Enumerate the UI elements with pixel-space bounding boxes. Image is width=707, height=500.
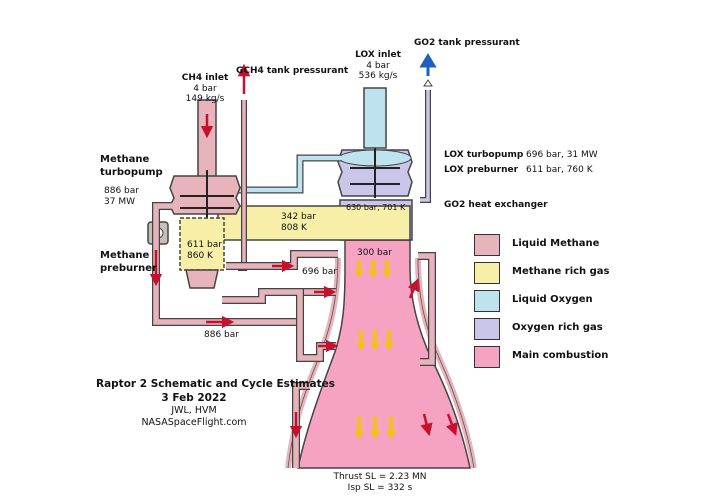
combustion-arrows [354, 260, 396, 440]
methane-preburner-temp: 860 K [187, 251, 213, 261]
legend-label: Liquid Oxygen [512, 294, 593, 305]
legend-swatch [474, 318, 500, 340]
legend-label: Main combustion [512, 350, 609, 361]
diagram-title: Raptor 2 Schematic and Cycle Estimates [96, 378, 335, 390]
legend-swatch [474, 262, 500, 284]
ch4-inlet-label: CH4 inlet [181, 73, 229, 83]
ch4-inlet-flow: 149 kg/s [185, 94, 225, 104]
lox-preburner-label: LOX preburner [444, 165, 519, 175]
lox-preburner-value: 611 bar, 760 K [526, 165, 593, 175]
ch4-inlet-pressure: 4 bar [193, 84, 217, 94]
diagram-source: NASASpaceFlight.com [141, 417, 247, 428]
diagram-date: 3 Feb 2022 [161, 392, 227, 404]
go2-heat-exchanger-label: GO2 heat exchanger [444, 200, 548, 210]
lox-inlet-pressure: 4 bar [366, 61, 390, 71]
methane-turbopump-label-1: Methane [100, 154, 150, 165]
lox-inlet-label: LOX inlet [355, 50, 401, 60]
methane-turbopump-pressure: 886 bar [104, 186, 139, 196]
methane-preburner-pressure: 611 bar [187, 240, 222, 250]
methane-flow-arrows [149, 63, 458, 439]
legend-swatch [474, 346, 500, 368]
line-696-label: 696 bar [302, 267, 337, 277]
methane-preburner-label-1: Methane [100, 250, 150, 261]
legend-label: Liquid Methane [512, 238, 600, 249]
thrust-label: Thrust SL = 2.23 MN [333, 472, 427, 482]
methane-turbopump-power: 37 MW [104, 197, 135, 207]
legend-label: Methane rich gas [512, 266, 610, 277]
isp-label: Isp SL = 332 s [347, 483, 413, 493]
lox-inlet-pipe [363, 87, 387, 149]
legend-swatch [474, 290, 500, 312]
go2-arrow [419, 53, 437, 76]
methane-turbopump-label-2: turbopump [100, 167, 163, 178]
legend-swatch [474, 234, 500, 256]
methane-preburner-body [179, 217, 225, 271]
legend-label: Oxygen rich gas [512, 322, 603, 333]
gch4-pressurant-label: GCH4 tank pressurant [236, 66, 349, 76]
line-886-label: 886 bar [204, 330, 239, 340]
main-combustion-nozzle [297, 239, 471, 469]
lox-turbopump-value: 696 bar, 31 MW [526, 150, 598, 160]
go2-pressurant-label: GO2 tank pressurant [414, 38, 520, 48]
chamber-pressure-label: 300 bar [357, 248, 392, 258]
ch4-inlet-pipe [197, 99, 217, 181]
methane-preburner-label-2: preburner [100, 263, 157, 274]
lox-inlet-flow: 536 kg/s [358, 71, 398, 81]
manifold-pressure-label: 342 bar [281, 212, 316, 222]
lox-turbopump-label: LOX turbopump [444, 150, 524, 160]
manifold-temp-label: 808 K [281, 223, 307, 233]
diagram-authors: JWL, HVM [171, 405, 217, 416]
ox-manifold-label: 630 bar, 701 K [346, 203, 406, 212]
